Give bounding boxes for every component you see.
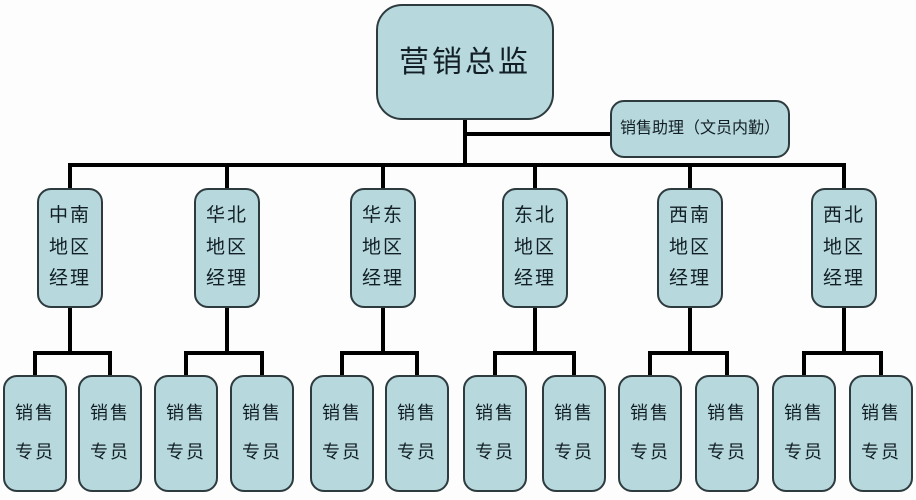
node-specialist-5: 销售 专员 [310, 375, 374, 492]
node-label: 销售助理（文员内勤） [619, 120, 780, 138]
node-label-line: 经理 [48, 267, 91, 289]
node-label-line: 地区 [668, 236, 711, 258]
node-label-line: 经理 [513, 267, 556, 289]
node-manager-northwest: 西北 地区 经理 [811, 188, 877, 308]
node-specialist-3: 销售 专员 [154, 375, 218, 492]
node-specialist-9: 销售 专员 [618, 375, 682, 492]
node-label-line: 销售 [242, 403, 282, 424]
node-specialist-1: 销售 专员 [3, 375, 67, 492]
node-label-line: 销售 [861, 403, 901, 424]
node-specialist-10: 销售 专员 [695, 375, 759, 492]
node-label-line: 销售 [15, 403, 55, 424]
node-label-line: 销售 [322, 403, 362, 424]
node-label-line: 专员 [475, 442, 515, 463]
node-label-line: 经理 [361, 267, 404, 289]
node-label-line: 地区 [48, 236, 91, 258]
node-label-line: 中南 [48, 205, 91, 227]
node-label-line: 华东 [361, 205, 404, 227]
node-label-line: 销售 [475, 403, 515, 424]
node-label-line: 销售 [397, 403, 437, 424]
node-specialist-12: 销售 专员 [849, 375, 913, 492]
node-label: 营销总监 [399, 45, 531, 79]
node-label-line: 销售 [630, 403, 670, 424]
node-label-line: 专员 [861, 442, 901, 463]
node-manager-north-china: 华北 地区 经理 [194, 188, 260, 308]
node-specialist-4: 销售 专员 [230, 375, 294, 492]
node-label-line: 专员 [15, 442, 55, 463]
node-manager-central-south: 中南 地区 经理 [37, 188, 103, 308]
node-label-line: 专员 [90, 442, 130, 463]
node-label-line: 专员 [397, 442, 437, 463]
node-label-line: 专员 [554, 442, 594, 463]
node-specialist-8: 销售 专员 [542, 375, 606, 492]
node-label-line: 专员 [166, 442, 206, 463]
node-label-line: 销售 [166, 403, 206, 424]
node-label-line: 专员 [630, 442, 670, 463]
node-label-line: 经理 [205, 267, 248, 289]
node-manager-southwest: 西南 地区 经理 [657, 188, 723, 308]
node-label-line: 地区 [513, 236, 556, 258]
node-label-line: 西北 [822, 205, 865, 227]
node-label-line: 销售 [707, 403, 747, 424]
node-manager-northeast: 东北 地区 经理 [502, 188, 568, 308]
node-label-line: 西南 [668, 205, 711, 227]
node-label-line: 经理 [822, 267, 865, 289]
node-label-line: 东北 [513, 205, 556, 227]
node-label-line: 专员 [707, 442, 747, 463]
node-label-line: 地区 [822, 236, 865, 258]
node-label-line: 销售 [554, 403, 594, 424]
node-sales-assistant: 销售助理（文员内勤） [610, 100, 790, 158]
node-specialist-11: 销售 专员 [772, 375, 836, 492]
node-specialist-6: 销售 专员 [385, 375, 449, 492]
node-manager-east-china: 华东 地区 经理 [350, 188, 416, 308]
node-label-line: 地区 [361, 236, 404, 258]
node-label-line: 销售 [90, 403, 130, 424]
node-label-line: 专员 [242, 442, 282, 463]
node-label-line: 销售 [784, 403, 824, 424]
node-label-line: 经理 [668, 267, 711, 289]
node-label-line: 地区 [205, 236, 248, 258]
node-specialist-2: 销售 专员 [78, 375, 142, 492]
node-label-line: 专员 [784, 442, 824, 463]
node-label-line: 华北 [205, 205, 248, 227]
node-marketing-director: 营销总监 [376, 4, 554, 120]
node-specialist-7: 销售 专员 [463, 375, 527, 492]
node-label-line: 专员 [322, 442, 362, 463]
